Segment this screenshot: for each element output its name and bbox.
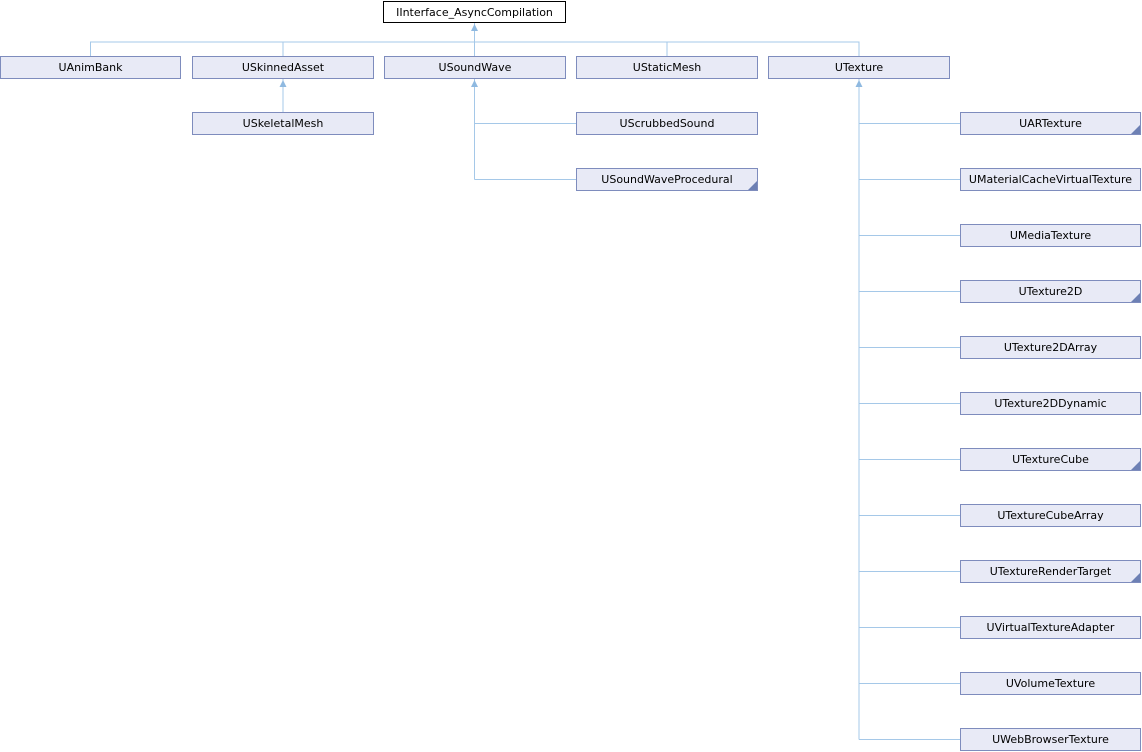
class-node-utexture2d[interactable]: UTexture2D — [960, 280, 1141, 303]
class-label: UARTexture — [1019, 117, 1082, 130]
class-label: UTextureCube — [1012, 453, 1089, 466]
class-label: UMaterialCacheVirtualTexture — [968, 173, 1133, 186]
class-label: UScrubbedSound — [619, 117, 715, 130]
class-node-utexture2darray[interactable]: UTexture2DArray — [960, 336, 1141, 359]
hidden-subclasses-fold-icon — [1131, 573, 1140, 582]
inheritance-arrowhead-up — [471, 24, 478, 31]
class-label: USoundWave — [438, 61, 512, 74]
hidden-subclasses-fold-icon — [748, 181, 757, 190]
hidden-subclasses-fold-icon — [1131, 125, 1140, 134]
class-node-utexturecubearray[interactable]: UTextureCubeArray — [960, 504, 1141, 527]
class-node-uwebbrowsertexture[interactable]: UWebBrowserTexture — [960, 728, 1141, 751]
inheritance-arrowhead-up — [471, 80, 478, 87]
class-label: USoundWaveProcedural — [601, 173, 733, 186]
class-node-utexturerendertarget[interactable]: UTextureRenderTarget — [960, 560, 1141, 583]
class-label: UWebBrowserTexture — [992, 733, 1109, 746]
class-node-uscrubbedsound[interactable]: UScrubbedSound — [576, 112, 758, 135]
interface-node-iinterface-asynccompilation: IInterface_AsyncCompilation — [383, 1, 566, 23]
inheritance-arrowhead-up — [855, 80, 863, 87]
class-label: UTextureRenderTarget — [989, 565, 1112, 578]
class-node-utexture[interactable]: UTexture — [768, 56, 950, 79]
class-label: USkinnedAsset — [241, 61, 325, 74]
class-node-usoundwaveprocedural[interactable]: USoundWaveProcedural — [576, 168, 758, 191]
class-node-utexturecube[interactable]: UTextureCube — [960, 448, 1141, 471]
class-node-uanimbank[interactable]: UAnimBank — [0, 56, 181, 79]
class-label: UTexture2DArray — [1003, 341, 1098, 354]
class-node-ustaticmesh[interactable]: UStaticMesh — [576, 56, 758, 79]
class-label: UVirtualTextureAdapter — [986, 621, 1115, 634]
class-node-umaterialcachevirtualtexture[interactable]: UMaterialCacheVirtualTexture — [960, 168, 1141, 191]
class-node-uvirtualtextureadapter[interactable]: UVirtualTextureAdapter — [960, 616, 1141, 639]
inheritance-arrowhead-up — [279, 80, 287, 87]
class-label: UStaticMesh — [632, 61, 702, 74]
class-node-uskinnedasset[interactable]: USkinnedAsset — [192, 56, 374, 79]
class-node-utexture2ddynamic[interactable]: UTexture2DDynamic — [960, 392, 1141, 415]
class-label: UTextureCubeArray — [997, 509, 1104, 522]
class-label: UAnimBank — [58, 61, 123, 74]
class-node-uskeletalmesh[interactable]: USkeletalMesh — [192, 112, 374, 135]
class-label: UTexture2D — [1018, 285, 1083, 298]
class-label: UTexture2DDynamic — [994, 397, 1107, 410]
hidden-subclasses-fold-icon — [1131, 461, 1140, 470]
class-node-umediatexture[interactable]: UMediaTexture — [960, 224, 1141, 247]
class-label: UTexture — [834, 61, 884, 74]
class-node-usoundwave[interactable]: USoundWave — [384, 56, 566, 79]
class-label: UMediaTexture — [1009, 229, 1092, 242]
class-label: UVolumeTexture — [1005, 677, 1096, 690]
class-node-uvolumetexture[interactable]: UVolumeTexture — [960, 672, 1141, 695]
hidden-subclasses-fold-icon — [1131, 293, 1140, 302]
class-node-uartexture[interactable]: UARTexture — [960, 112, 1141, 135]
class-label: IInterface_AsyncCompilation — [396, 5, 553, 19]
class-label: USkeletalMesh — [242, 117, 324, 130]
